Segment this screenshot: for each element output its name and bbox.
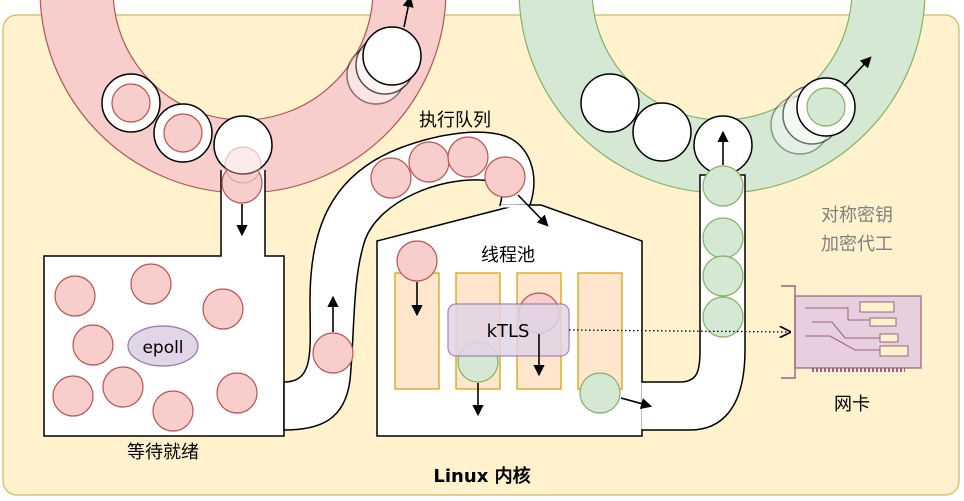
arrow-right xyxy=(620,397,653,410)
connection-dot xyxy=(130,263,172,305)
connection-dot xyxy=(102,366,144,408)
connection-dot xyxy=(72,324,114,366)
output-dot xyxy=(579,372,621,414)
nic-label: 网卡 xyxy=(834,394,870,415)
waiting-ready-box xyxy=(43,170,285,437)
connection-dot xyxy=(54,275,96,317)
execution-queue-label: 执行队列 xyxy=(419,110,491,131)
flow-arrows xyxy=(236,0,872,417)
connection-dot xyxy=(216,372,258,414)
arrow-into-pool xyxy=(517,194,549,227)
ring-slot xyxy=(362,26,422,86)
connection-dot xyxy=(52,375,94,417)
ring-slot xyxy=(632,102,692,162)
thread-pool-label: 线程池 xyxy=(481,245,535,266)
arrow-out xyxy=(402,0,414,28)
worker-thread xyxy=(577,272,623,390)
connection-dot xyxy=(312,332,354,374)
connection-dot-ghost xyxy=(224,146,262,184)
ring-slots-left xyxy=(101,26,422,175)
output-dot xyxy=(702,217,744,259)
kernel-label: Linux 内核 xyxy=(433,465,530,487)
crypto-offload-line1: 对称密钥 xyxy=(821,205,893,226)
arrow-out xyxy=(843,56,872,87)
ring-slot xyxy=(213,115,273,175)
connection-dot xyxy=(111,83,151,123)
connection-dot xyxy=(484,156,526,198)
red-connections xyxy=(52,136,560,432)
crypto-offload-line2: 加密代工 xyxy=(821,234,893,255)
nic-card-icon xyxy=(781,285,922,379)
connection-dot xyxy=(408,141,450,183)
offload-arrow xyxy=(568,330,790,332)
connection-dot xyxy=(370,157,412,199)
waiting-ready-label: 等待就绪 xyxy=(127,442,199,463)
epoll-ellipse xyxy=(127,325,199,367)
connection-dot xyxy=(447,136,489,178)
output-dot xyxy=(702,255,744,297)
epoll-label: epoll xyxy=(142,338,183,358)
connection-dot xyxy=(396,240,438,282)
ring-slots-right xyxy=(580,73,856,175)
ktls-label: kTLS xyxy=(487,321,530,342)
output-dot xyxy=(702,165,744,207)
connection-dot xyxy=(202,288,244,330)
ring-slot xyxy=(580,73,640,133)
output-dot xyxy=(702,296,744,338)
connection-dot xyxy=(152,390,194,432)
connection-dot xyxy=(163,113,203,153)
output-dot xyxy=(806,87,846,127)
